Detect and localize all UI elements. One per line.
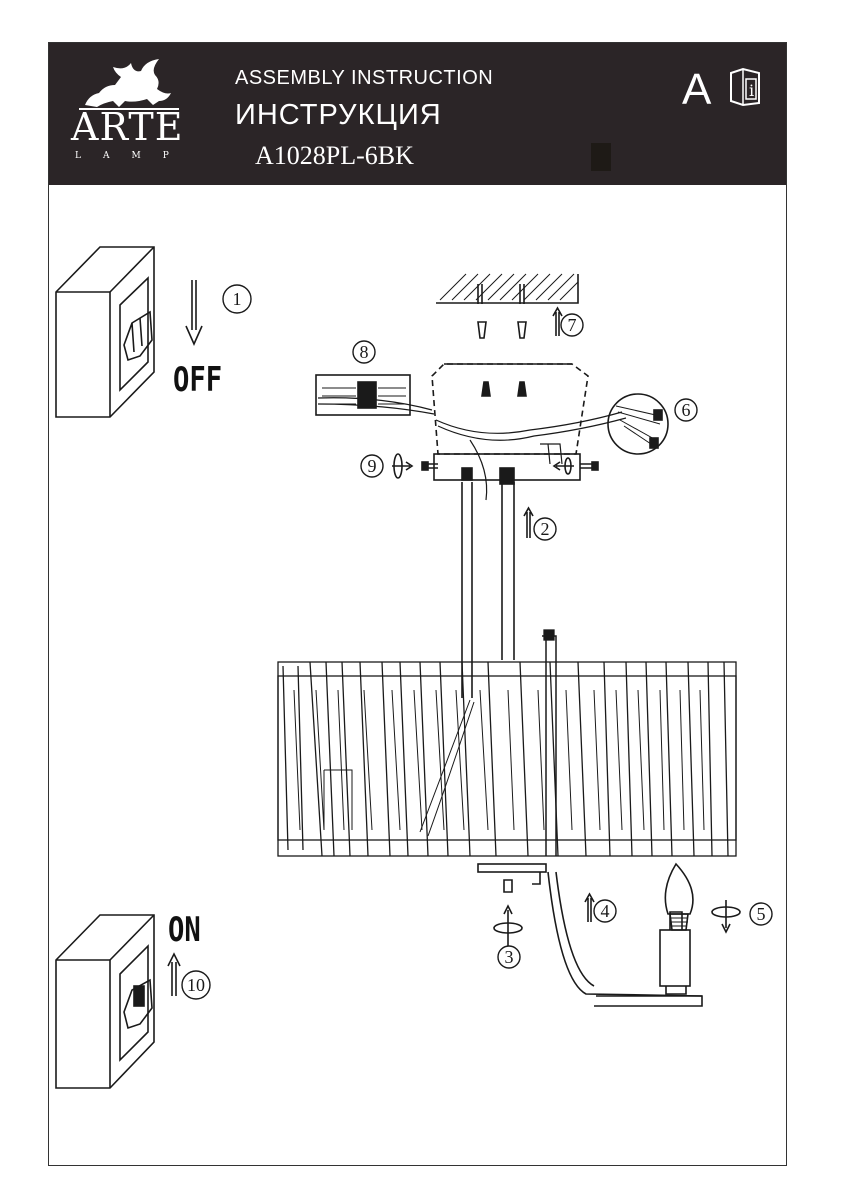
- arrow-up-icon: [552, 306, 563, 336]
- power-wires-icon: [317, 397, 627, 501]
- rotate-bulb-icon: [711, 900, 741, 934]
- lamp-shade-icon: [277, 629, 737, 857]
- off-label: OFF: [173, 360, 223, 400]
- griffin-logo-icon: [79, 59, 179, 110]
- step-2-number: 2: [541, 519, 550, 539]
- step-7-badge: 7: [560, 313, 584, 337]
- brand-subtitle: LAMP: [75, 151, 191, 161]
- step-3-number: 3: [505, 947, 514, 967]
- step-2-badge: 2: [533, 517, 557, 541]
- instruction-sheet: ARTE LAMP ASSEMBLY INSTRUCTION ИНСТРУКЦИ…: [48, 42, 787, 1166]
- info-letter: i: [749, 81, 754, 100]
- arrow-up-icon: [523, 506, 534, 538]
- step-7-number: 7: [568, 315, 577, 335]
- canopy-icon: [431, 363, 589, 455]
- wall-plugs-icon: [477, 321, 527, 339]
- step-10-badge: 10: [181, 970, 211, 1000]
- step-3-badge: 3: [497, 945, 521, 969]
- brand-wordmark: ARTE: [71, 105, 184, 149]
- wire-connector-detail-icon: [607, 393, 669, 455]
- arrow-up-icon: [584, 892, 595, 922]
- terminal-block-icon: [315, 374, 411, 416]
- wall-switch-off-icon: [55, 246, 155, 418]
- header-bar: ARTE LAMP ASSEMBLY INSTRUCTION ИНСТРУКЦИ…: [49, 43, 786, 185]
- ceiling-icon: [436, 273, 579, 304]
- step-5-badge: 5: [749, 902, 773, 926]
- step-1-number: 1: [233, 289, 242, 309]
- arrow-up-icon: [167, 952, 181, 996]
- step-10-number: 10: [187, 975, 205, 995]
- step-6-number: 6: [682, 400, 691, 420]
- step-9-number: 9: [368, 456, 377, 476]
- step-8-badge: 8: [352, 340, 376, 364]
- rotate-nut-icon: [552, 457, 574, 475]
- rotate-screw-icon: [392, 453, 414, 479]
- step-4-badge: 4: [593, 899, 617, 923]
- header-square-mark: [591, 143, 611, 171]
- step-6-badge: 6: [674, 398, 698, 422]
- mounting-bracket-icon: [421, 453, 599, 485]
- title-english: ASSEMBLY INSTRUCTION: [235, 67, 494, 89]
- manual-book-icon: i: [730, 67, 760, 107]
- center-plate-icon: [477, 863, 547, 893]
- step-1-badge: 1: [222, 284, 252, 314]
- wall-switch-on-icon: [55, 914, 155, 1089]
- rotate-arrow-icon: [493, 904, 523, 946]
- on-label: ON: [168, 910, 201, 950]
- language-badge: A: [682, 65, 712, 114]
- step-8-number: 8: [360, 342, 369, 362]
- step-4-number: 4: [601, 901, 610, 921]
- step-5-number: 5: [757, 904, 766, 924]
- title-russian: ИНСТРУКЦИЯ: [235, 99, 442, 131]
- model-number: A1028PL-6BK: [255, 141, 414, 170]
- candle-bulb-icon: [664, 862, 694, 931]
- arrow-down-icon: [185, 280, 203, 346]
- step-9-badge: 9: [360, 454, 384, 478]
- lamp-arm-icon: [547, 871, 703, 1007]
